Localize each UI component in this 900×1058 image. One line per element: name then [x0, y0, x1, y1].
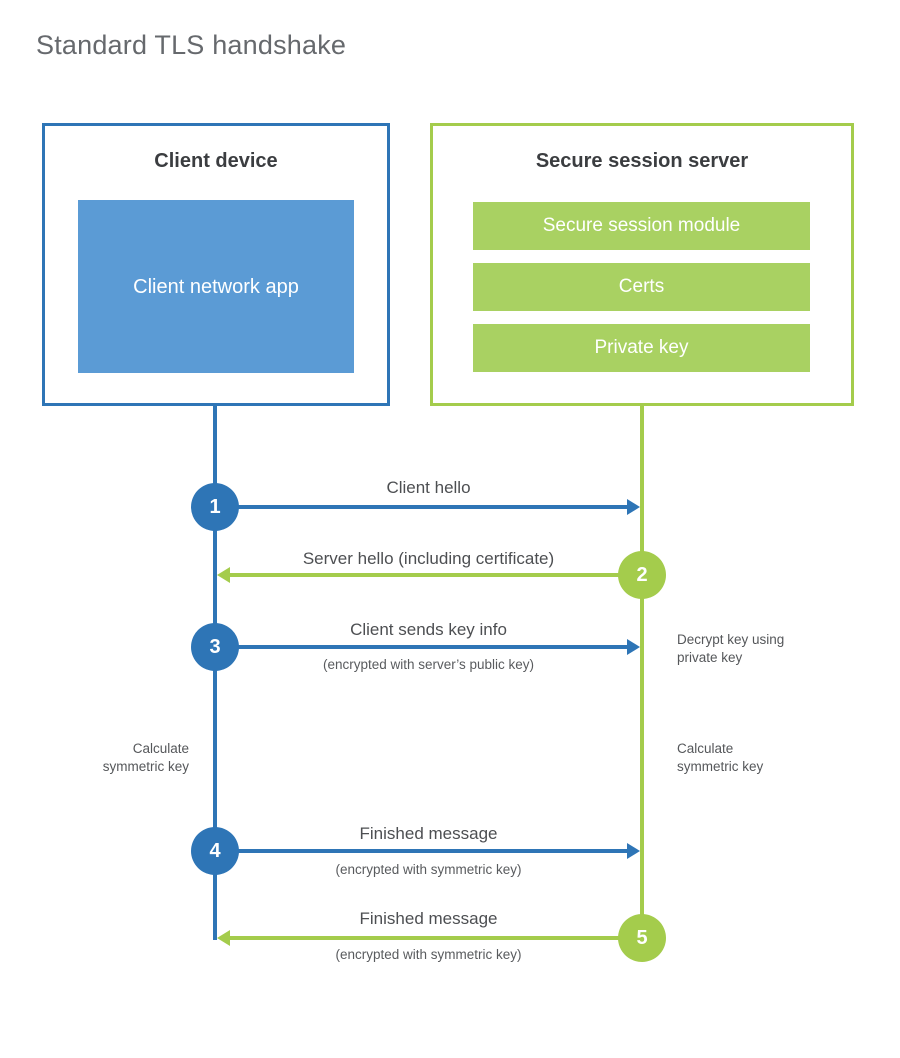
arrow-3-line: [215, 645, 627, 649]
client-network-app-label: Client network app: [133, 275, 299, 298]
client-lifeline: [213, 406, 217, 940]
step-badge-3: 3: [191, 623, 239, 671]
page-title: Standard TLS handshake: [36, 30, 347, 60]
arrow-5-line: [230, 936, 642, 940]
message-2-label: Server hello (including certificate): [302, 549, 555, 568]
step-badge-1: 1: [191, 483, 239, 531]
message-5-sublabel: (encrypted with symmetric key): [335, 947, 522, 962]
client-device-title: Client device: [154, 150, 278, 172]
arrow-2-line: [230, 573, 642, 577]
secure-session-server-title: Secure session server: [535, 150, 749, 172]
message-4-sublabel: (encrypted with symmetric key): [335, 862, 522, 877]
note-calculate-symmetric-key-server: Calculate symmetric key: [677, 741, 764, 774]
arrow-1-right-arrowhead-icon: [627, 499, 640, 515]
arrow-5-left-arrowhead-icon: [217, 930, 230, 946]
step-badge-4: 4: [191, 827, 239, 875]
client-network-app-block: Client network app: [78, 200, 354, 373]
note-decrypt-key: Decrypt key using private key: [677, 632, 785, 665]
step-badge-2: 2: [618, 551, 666, 599]
note-calculate-symmetric-key-client: Calculate symmetric key: [102, 741, 189, 774]
server-lifeline: [640, 406, 644, 938]
message-3-sublabel: (encrypted with server’s public key): [322, 657, 535, 672]
step-badge-5: 5: [618, 914, 666, 962]
message-5-label: Finished message: [359, 909, 498, 928]
server-module-certs: Certs: [473, 263, 810, 311]
message-4-label: Finished message: [359, 824, 498, 843]
arrow-1-line: [215, 505, 627, 509]
arrow-2-left-arrowhead-icon: [217, 567, 230, 583]
arrow-3-right-arrowhead-icon: [627, 639, 640, 655]
server-module-secure-session-module: Secure session module: [473, 202, 810, 250]
arrow-4-right-arrowhead-icon: [627, 843, 640, 859]
server-module-private-key: Private key: [473, 324, 810, 372]
message-3-label: Client sends key info: [350, 620, 507, 639]
client-device-box: Client device Client network app: [42, 123, 390, 406]
arrow-4-line: [215, 849, 627, 853]
secure-session-server-box: Secure session server Secure session mod…: [430, 123, 854, 406]
message-1-label: Client hello: [386, 478, 471, 497]
